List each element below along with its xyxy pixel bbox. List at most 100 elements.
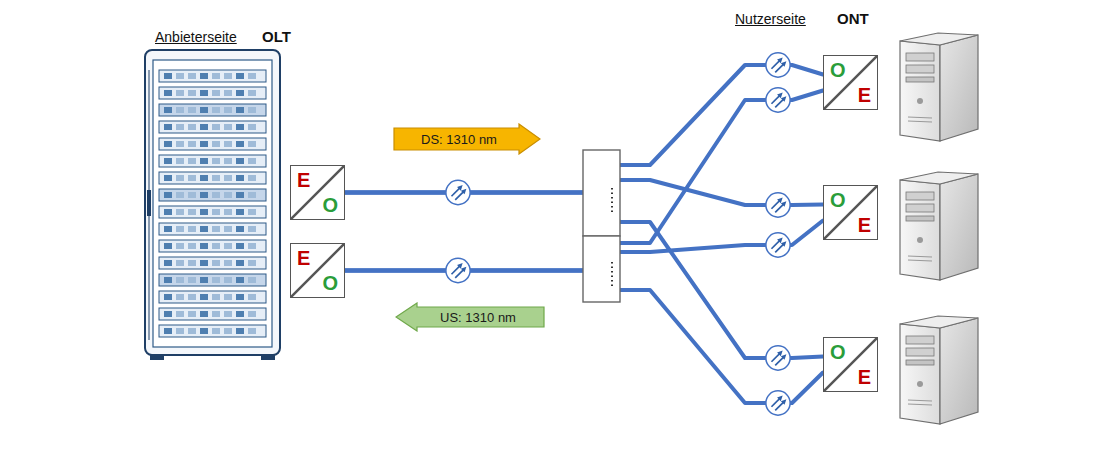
rack-port	[224, 294, 232, 300]
rack-unit	[159, 104, 266, 116]
rack-port	[212, 243, 220, 249]
computer-tower	[900, 33, 978, 141]
rack-unit	[159, 138, 266, 150]
computer-tower	[900, 172, 978, 280]
rack-port	[248, 141, 256, 147]
rack-port	[236, 192, 244, 198]
rack-port	[188, 260, 196, 266]
rack-port	[248, 311, 256, 317]
rack-port	[212, 192, 220, 198]
rack-unit	[159, 291, 266, 303]
rack-port	[248, 107, 256, 113]
rack-port	[188, 73, 196, 79]
drawing-part	[583, 150, 620, 236]
rack-port	[224, 158, 232, 164]
diagonal-divider	[291, 244, 344, 297]
rack-port	[236, 107, 244, 113]
rack-port	[236, 243, 244, 249]
rack-port	[176, 107, 184, 113]
rack-port	[188, 311, 196, 317]
rack-port	[200, 90, 208, 96]
rack-port	[200, 124, 208, 130]
rack-port	[248, 243, 256, 249]
rack-port	[212, 294, 220, 300]
conversion-letter: E	[858, 215, 871, 235]
rack-port	[200, 175, 208, 181]
rack-port	[224, 209, 232, 215]
rack-port	[200, 328, 208, 334]
conversion-letter: O	[830, 60, 846, 80]
rack-unit	[159, 206, 266, 218]
rack-port	[164, 277, 172, 283]
side-heading: Anbieterseite	[155, 29, 237, 45]
rack-port	[236, 277, 244, 283]
rack-port	[200, 294, 208, 300]
rack-port	[212, 328, 220, 334]
rack-port	[176, 328, 184, 334]
rack-port	[212, 158, 220, 164]
rack-port	[224, 311, 232, 317]
rack-port	[176, 73, 184, 79]
rack-unit	[159, 223, 266, 235]
rack-port	[236, 158, 244, 164]
rack-port	[212, 107, 220, 113]
rack-port	[164, 311, 172, 317]
drawing-part	[153, 60, 272, 347]
rack-port	[236, 328, 244, 334]
rack-port	[164, 141, 172, 147]
rack-port	[248, 209, 256, 215]
rack-port	[200, 158, 208, 164]
rack-port	[176, 294, 184, 300]
rack-port	[236, 175, 244, 181]
direction-label: DS: 1310 nm	[421, 132, 497, 147]
rack-port	[212, 90, 220, 96]
rack-unit	[159, 189, 266, 201]
rack-port	[176, 141, 184, 147]
rack-port	[176, 124, 184, 130]
rack-port	[248, 192, 256, 198]
drawing-part	[261, 355, 275, 360]
isolator-symbol	[446, 180, 470, 204]
rack-port	[200, 226, 208, 232]
diagonal-divider	[824, 186, 877, 239]
splitter	[583, 150, 620, 302]
conversion-letter: O	[322, 273, 338, 293]
conversion-letter: E	[297, 170, 310, 190]
rack-port	[188, 192, 196, 198]
rack-port	[236, 260, 244, 266]
rack-port	[248, 90, 256, 96]
rack-port	[176, 311, 184, 317]
rack-unit	[159, 274, 266, 286]
drawing-part	[611, 262, 613, 286]
drawing-part	[145, 50, 280, 355]
rack-port	[188, 141, 196, 147]
rack-port	[176, 243, 184, 249]
rack-port	[188, 158, 196, 164]
rack-unit	[159, 308, 266, 320]
rack-unit	[159, 121, 266, 133]
rack-port	[248, 158, 256, 164]
isolator-symbol	[766, 88, 790, 112]
rack-port	[248, 175, 256, 181]
isolator-symbol	[766, 346, 790, 370]
rack-unit	[159, 257, 266, 269]
diagonal-divider	[824, 56, 877, 109]
drawing-part	[159, 70, 266, 337]
rack-port	[176, 175, 184, 181]
rack-port	[188, 294, 196, 300]
rack-unit	[159, 240, 266, 252]
rack-port	[224, 141, 232, 147]
conversion-letter: E	[858, 367, 871, 387]
rack-port	[164, 243, 172, 249]
drawing-part	[150, 355, 164, 360]
converter-box: OE	[823, 55, 878, 110]
rack-port	[176, 158, 184, 164]
rack-port	[164, 90, 172, 96]
diagonal-divider	[291, 166, 344, 219]
direction-label: US: 1310 nm	[440, 310, 516, 325]
rack-port	[176, 277, 184, 283]
rack-port	[200, 192, 208, 198]
rack-port	[248, 277, 256, 283]
rack-port	[164, 107, 172, 113]
